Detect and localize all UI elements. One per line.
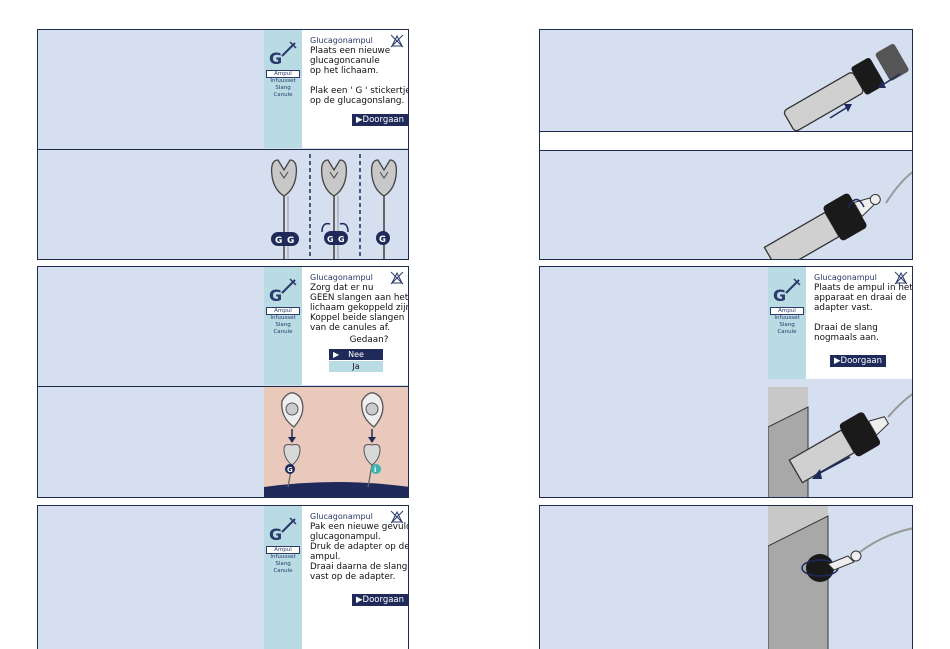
- svg-text:G: G: [773, 286, 786, 305]
- doorgaan-button[interactable]: ▶Doorgaan: [352, 594, 408, 606]
- doorgaan-button[interactable]: ▶Doorgaan: [352, 114, 408, 126]
- canule-on-body-right: i: [361, 392, 384, 488]
- svg-text:G: G: [269, 525, 282, 544]
- adapter-tighten-illustration: [768, 506, 912, 649]
- screen-instruction: Pak een nieuwe gevulde glucagonampul. Dr…: [310, 522, 409, 582]
- g-sticker-pair: [271, 232, 299, 246]
- svg-text:G: G: [269, 49, 282, 68]
- menu-item-infuusset: Infuusset: [270, 315, 296, 321]
- option-nee[interactable]: ▶ Nee: [329, 349, 383, 360]
- no-syringe-icon: [390, 510, 404, 524]
- menu-item-canule: Canule: [273, 568, 293, 574]
- panel-right-top: [539, 29, 913, 260]
- spacer: [540, 132, 912, 150]
- screen-menu: Ampul Infuusset Slang Canule: [266, 546, 300, 575]
- body-canule-illustration: G i: [264, 387, 408, 497]
- canule-on-body-left: G: [281, 392, 304, 488]
- menu-item-ampul: Ampul: [770, 307, 804, 315]
- divider: [38, 386, 408, 387]
- ampul-insert-illustration: [768, 387, 912, 497]
- menu-item-ampul: Ampul: [266, 546, 300, 554]
- option-ja-label: Ja: [352, 362, 360, 371]
- adapter-press-illustration: [783, 43, 909, 131]
- menu-item-infuusset: Infuusset: [270, 554, 296, 560]
- option-ja[interactable]: Ja: [329, 361, 383, 372]
- screen-title: Glucagonampul: [310, 273, 373, 282]
- menu-item-ampul: Ampul: [266, 307, 300, 315]
- menu-item-slang: Slang: [275, 322, 291, 328]
- menu-item-slang: Slang: [275, 85, 291, 91]
- screen-instruction: Plaats een nieuwe glucagoncanule op het …: [310, 46, 409, 106]
- device-screen-3: G Ampul Infuusset Slang Canule Glucagona…: [264, 506, 409, 649]
- glucagon-strip: G Ampul Infuusset Slang Canule: [264, 267, 302, 385]
- glucagon-syringe-icon: G: [269, 517, 297, 544]
- g-label: G: [327, 235, 334, 244]
- panel-right-bottom: [539, 505, 913, 649]
- canule-middle: [320, 159, 349, 259]
- glucagon-strip: G Ampul Infuusset Slang Canule: [264, 30, 302, 148]
- g-sticker-pair: [324, 231, 348, 245]
- screen-menu: Ampul Infuusset Slang Canule: [266, 70, 300, 99]
- glucagon-strip: G Ampul Infuusset Slang Canule: [264, 506, 302, 649]
- glucagon-syringe-icon: G: [269, 278, 297, 305]
- device-screen-1: G Ampul Infuusset Slang Canule Glucagona…: [264, 30, 409, 148]
- menu-item-slang: Slang: [779, 322, 795, 328]
- menu-item-canule: Canule: [777, 329, 797, 335]
- tube-twist-illustration: [763, 171, 912, 259]
- question-label: Gedaan?: [349, 335, 389, 345]
- adapter-cap-ghost: [875, 43, 909, 81]
- no-syringe-icon: [390, 271, 404, 285]
- panel-left-middle: G Ampul Infuusset Slang Canule Glucagona…: [37, 266, 409, 498]
- menu-item-slang: Slang: [275, 561, 291, 567]
- no-syringe-icon: [390, 34, 404, 48]
- divider: [540, 131, 912, 132]
- g-label: G: [275, 236, 282, 246]
- selection-marker: ▶: [333, 350, 340, 359]
- menu-item-canule: Canule: [273, 92, 293, 98]
- g-label: G: [287, 236, 294, 246]
- panel-left-top: G Ampul Infuusset Slang Canule Glucagona…: [37, 29, 409, 260]
- screen-title: Glucagonampul: [310, 36, 373, 45]
- device-screen-2: G Ampul Infuusset Slang Canule Glucagona…: [264, 267, 409, 385]
- glucagon-ampul: [783, 72, 864, 131]
- menu-item-infuusset: Infuusset: [774, 315, 800, 321]
- glucagon-syringe-icon: G: [773, 278, 801, 305]
- screen-instruction: Zorg dat er nu GEEN slangen aan het lich…: [310, 283, 409, 333]
- screen-title: Glucagonampul: [310, 512, 373, 521]
- screen-menu: Ampul Infuusset Slang Canule: [266, 307, 300, 336]
- canule-illustration: G G G G G: [270, 154, 398, 259]
- g-label: G: [379, 235, 386, 245]
- device-screen-4: G Ampul Infuusset Slang Canule Glucagona…: [768, 267, 913, 379]
- adapter-cap: [851, 57, 885, 95]
- no-syringe-icon: [894, 271, 908, 285]
- divider: [540, 150, 912, 151]
- menu-item-infuusset: Infuusset: [270, 78, 296, 84]
- rotate-arrow: [847, 198, 865, 210]
- screen-instruction: Plaats de ampul in het apparaat en draai…: [814, 283, 913, 343]
- option-nee-label: Nee: [348, 350, 364, 359]
- menu-item-ampul: Ampul: [266, 70, 300, 78]
- canule-left: [270, 159, 298, 259]
- divider: [38, 149, 408, 150]
- panel-left-bottom: G Ampul Infuusset Slang Canule Glucagona…: [37, 505, 409, 649]
- g-label: G: [287, 466, 293, 474]
- i-label: i: [374, 466, 376, 474]
- g-label: G: [338, 235, 345, 244]
- svg-text:G: G: [269, 286, 282, 305]
- screen-menu: Ampul Infuusset Slang Canule: [770, 307, 804, 336]
- glucagon-syringe-icon: G: [269, 41, 297, 68]
- g-sticker: [376, 231, 390, 245]
- panel-right-middle: G Ampul Infuusset Slang Canule Glucagona…: [539, 266, 913, 498]
- glucagon-strip: G Ampul Infuusset Slang Canule: [768, 267, 806, 379]
- doorgaan-button[interactable]: ▶Doorgaan: [830, 355, 887, 367]
- canule-right: [370, 159, 398, 259]
- screen-title: Glucagonampul: [814, 273, 877, 282]
- menu-item-canule: Canule: [273, 329, 293, 335]
- clothing: [264, 482, 408, 497]
